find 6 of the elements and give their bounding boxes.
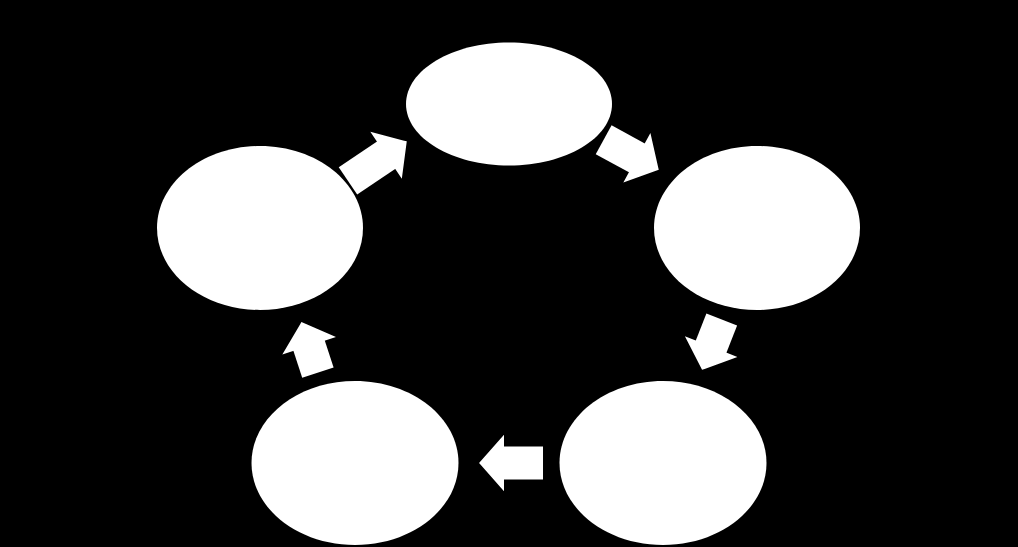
ellipse [654, 146, 860, 310]
ellipse [406, 42, 612, 166]
ellipse [559, 381, 767, 545]
arrow [338, 131, 407, 195]
ellipse [251, 381, 459, 545]
ellipse [157, 146, 363, 310]
